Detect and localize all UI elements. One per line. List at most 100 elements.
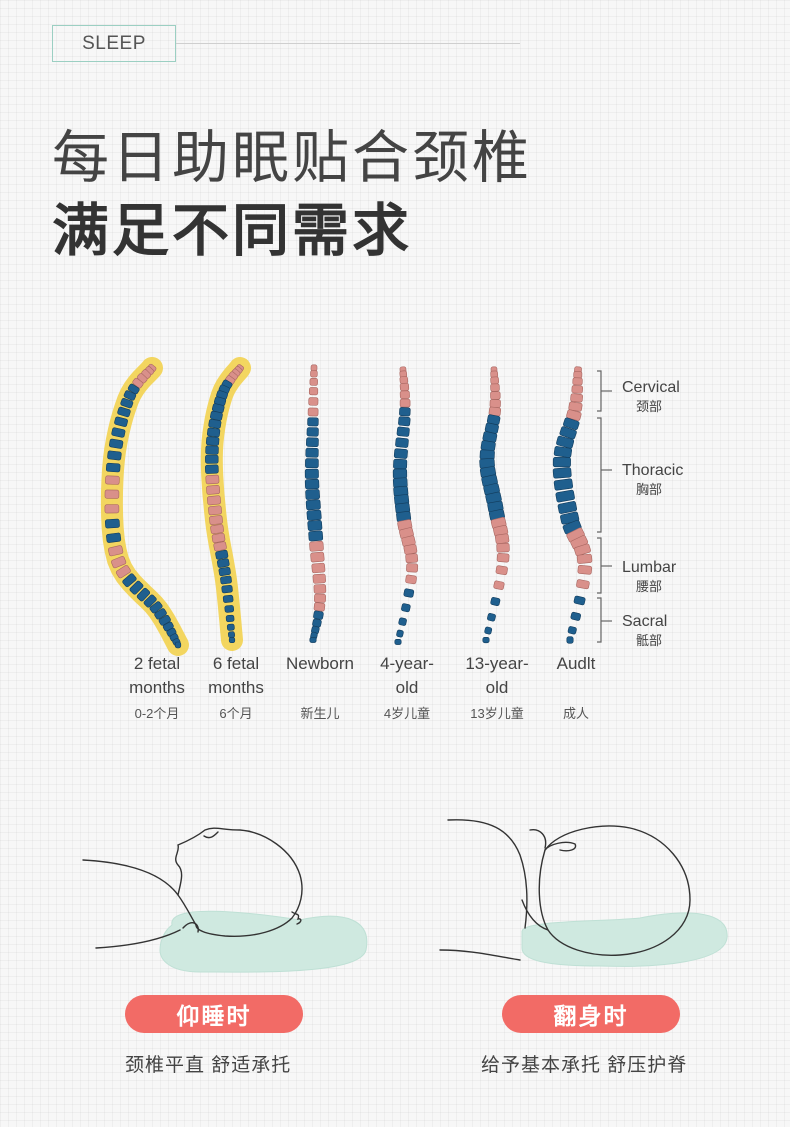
vertebra <box>120 398 134 409</box>
vertebra <box>309 377 318 386</box>
vertebra <box>495 565 508 576</box>
vertebra <box>574 543 591 557</box>
vertebra <box>307 520 323 531</box>
vertebra <box>308 530 324 542</box>
vertebra <box>401 603 411 613</box>
vertebra <box>174 641 182 649</box>
side-caption: 给予基本承托 舒压护脊 <box>481 1055 688 1076</box>
stage-en-line2: old <box>395 678 419 697</box>
stage-label-newborn: Newborn 新生儿 <box>272 652 368 722</box>
stage-en-line1: 13-year- <box>465 654 529 673</box>
stage-en-line2: old <box>485 678 509 697</box>
vertebra <box>105 462 121 473</box>
vertebra <box>213 541 227 552</box>
vertebra <box>577 564 593 575</box>
stage-cn: 新生儿 <box>300 706 340 721</box>
vertebra <box>205 464 219 474</box>
vertebra <box>566 409 582 421</box>
side-pill: 翻身时 <box>502 995 680 1033</box>
stage-cn: 6个月 <box>219 706 253 721</box>
vertebra <box>136 587 151 602</box>
vertebra <box>210 524 224 535</box>
vertebra <box>104 518 120 529</box>
vertebra <box>405 574 417 585</box>
vertebra <box>209 410 223 421</box>
vertebra <box>216 558 230 568</box>
stage-cn: 0-2个月 <box>134 706 180 721</box>
vertebra <box>576 579 590 590</box>
vertebra <box>306 509 322 521</box>
vertebra <box>205 445 219 455</box>
region-sacral-cn: 骶部 <box>636 633 663 648</box>
vertebra <box>111 556 127 569</box>
vertebra <box>576 553 593 564</box>
vertebra <box>154 608 167 620</box>
supine-illustration <box>82 827 368 973</box>
stage-en-line1: 4-year- <box>380 654 434 673</box>
vertebra <box>108 545 124 557</box>
spine-13-year <box>479 366 510 644</box>
vertebra <box>313 602 326 612</box>
vertebra <box>115 565 131 579</box>
spine-adult <box>552 366 593 644</box>
vertebra <box>489 399 501 409</box>
vertebra <box>399 382 410 392</box>
vertebra <box>393 448 408 459</box>
vertebra <box>129 580 144 595</box>
vertebra <box>484 626 493 635</box>
vertebra <box>573 595 586 606</box>
vertebra <box>107 450 122 461</box>
vertebra <box>208 505 222 516</box>
spine-6-fetal <box>200 357 251 651</box>
vertebra <box>111 427 126 438</box>
vertebra <box>305 458 319 469</box>
vertebra <box>403 588 415 598</box>
vertebra <box>394 638 402 645</box>
spine-4-year <box>392 366 419 645</box>
vertebra <box>211 532 226 543</box>
stage-label-adult: Audlt 成人 <box>528 652 624 722</box>
vertebra <box>403 543 418 555</box>
vertebra <box>307 417 319 427</box>
vertebra <box>205 454 219 464</box>
vertebra <box>114 416 128 427</box>
vertebra <box>552 467 572 479</box>
vertebra <box>226 623 235 631</box>
vertebra <box>309 636 317 643</box>
region-thoracic-en: Thoracic <box>622 462 684 479</box>
vertebra <box>117 406 131 418</box>
vertebra <box>304 468 319 479</box>
sleep-position-illustrations <box>82 819 728 973</box>
stage-label-4-year: 4-year- old 4岁儿童 <box>359 652 455 722</box>
vertebra <box>553 446 573 458</box>
region-lumbar-en: Lumbar <box>622 559 677 576</box>
stage-label-2-fetal: 2 fetal months 0-2个月 <box>109 652 205 722</box>
region-cervical-en: Cervical <box>622 379 680 396</box>
vertebra <box>552 457 571 468</box>
vertebra <box>568 401 583 412</box>
region-thoracic: Thoracic 胸部 <box>622 461 683 499</box>
vertebra <box>572 377 583 386</box>
supine-caption: 颈椎平直 舒适承托 <box>125 1055 292 1076</box>
vertebra <box>313 584 327 594</box>
vertebra <box>393 458 408 470</box>
vertebra <box>487 613 496 622</box>
vertebra <box>206 427 221 438</box>
vertebra <box>490 391 501 400</box>
vertebra <box>490 383 500 392</box>
section-badge: SLEEP <box>52 25 176 62</box>
bracket-sacral <box>597 597 602 643</box>
vertebra <box>221 584 233 594</box>
region-cervical-cn: 颈部 <box>636 399 663 414</box>
vertebra <box>553 478 574 491</box>
vertebra <box>220 575 232 585</box>
vertebra <box>208 418 222 429</box>
region-lumbar-cn: 腰部 <box>636 579 663 594</box>
stage-label-13-year: 13-year- old 13岁儿童 <box>449 652 545 722</box>
pillow-left <box>159 910 368 973</box>
vertebra <box>399 407 411 417</box>
stage-cn: 成人 <box>562 706 589 721</box>
vertebra <box>206 485 221 495</box>
vertebra <box>395 437 409 448</box>
vertebra <box>306 437 319 448</box>
